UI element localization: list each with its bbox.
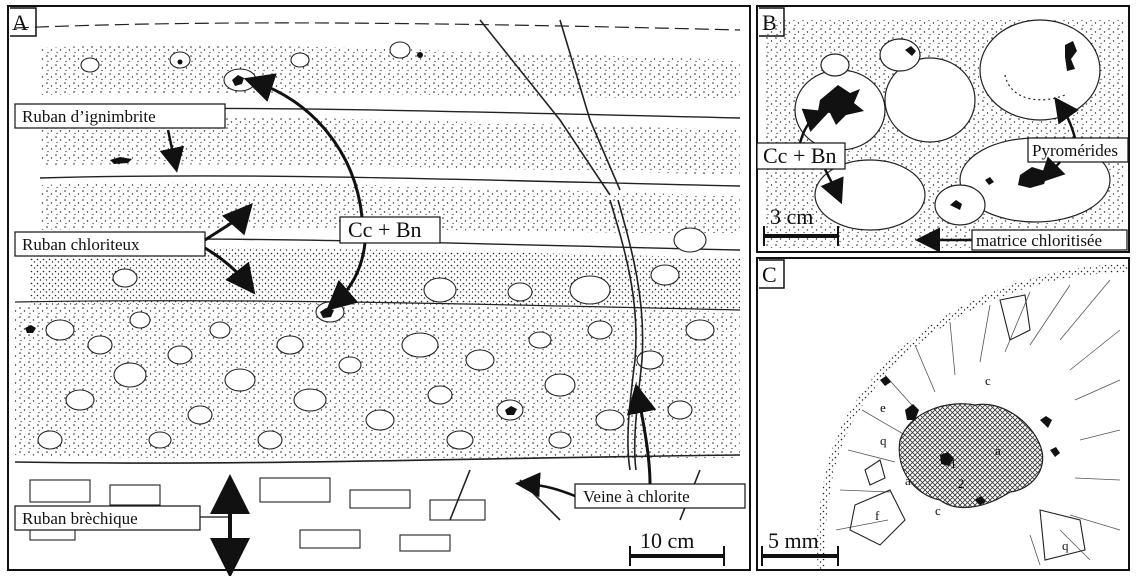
- label-cc-bn-a: Cc + Bn: [348, 217, 422, 242]
- mineral-label-f: f: [875, 508, 880, 523]
- label-cc-bn-b: Cc + Bn: [763, 143, 837, 168]
- mineral-label-1: 1: [950, 456, 957, 471]
- mineral-label-e: e: [880, 400, 886, 415]
- mineral-label-q-left: q: [880, 433, 887, 448]
- mineral-label-2: 2: [958, 476, 965, 491]
- scale-label-b: 3 cm: [770, 204, 813, 229]
- mineral-label-q-right: q: [1062, 538, 1069, 553]
- label-veine-chlorite: Veine à chlorite: [583, 487, 690, 506]
- label-ruban-brechique: Ruban brèchique: [22, 509, 138, 528]
- mineral-label-a-left: a: [905, 473, 911, 488]
- panel-b-letter: B: [762, 10, 777, 35]
- scale-label-c: 5 mm: [768, 528, 819, 553]
- label-ruban-ignimbrite: Ruban d’ignimbrite: [22, 107, 156, 126]
- panel-c: C c e q a 1 2 a f c q 5 mm: [757, 258, 1129, 570]
- scale-label-a: 10 cm: [640, 528, 694, 553]
- mineral-label-a-right: a: [995, 443, 1001, 458]
- panel-a: A Ruban d’ignimbrite Ruban chloriteux Cc…: [8, 6, 750, 570]
- mineral-label-c-upper: c: [985, 373, 991, 388]
- mineral-label-c-lower: c: [935, 503, 941, 518]
- panel-a-letter: A: [12, 10, 28, 35]
- panel-c-letter: C: [762, 262, 777, 287]
- label-pyromerides: Pyromérides: [1032, 141, 1118, 160]
- label-ruban-chloriteux: Ruban chloriteux: [22, 235, 140, 254]
- label-matrice: matrice chloritisée: [976, 231, 1102, 250]
- panel-b: B Cc + Bn Pyromérides matrice chloritisé…: [757, 6, 1129, 252]
